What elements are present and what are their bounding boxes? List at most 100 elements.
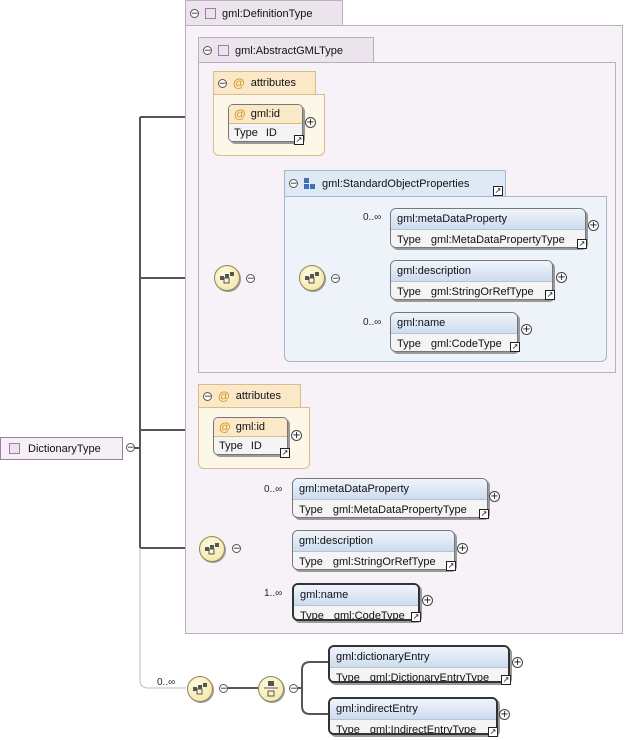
plus-circle-icon[interactable]: + [457,543,468,554]
cardinality-label: 0..∞ [363,212,382,223]
type-value: gml:StringOrRefType [430,285,534,298]
minus-circle-icon[interactable]: − [203,46,212,56]
plus-circle-icon[interactable]: + [422,595,433,606]
attributes-label: attributes [235,390,281,402]
abstract-gml-type-label: gml:AbstractGMLType [235,44,343,57]
complex-type-icon [218,45,229,56]
attr-name: gml:id [250,108,281,120]
sequence-glyph [305,272,319,284]
cardinality-label: 0..∞ [264,484,283,495]
minus-circle-icon[interactable]: − [218,78,227,89]
minus-circle-icon[interactable]: − [190,9,199,19]
type-label: Type [397,285,421,298]
reference-arrow-icon[interactable]: ↗ [510,342,520,352]
cardinality-label: 1..∞ [264,588,283,599]
abstract-gml-type-tab[interactable]: − gml:AbstractGMLType [198,37,374,63]
element-name: gml:metaDataProperty [397,213,508,225]
type-value: gml:IndirectEntryType [369,723,477,735]
plus-circle-icon[interactable]: + [588,220,599,231]
reference-arrow-icon[interactable]: ↗ [493,186,503,196]
plus-circle-icon[interactable]: + [305,117,316,128]
attributes-tab[interactable]: − @ attributes [213,71,316,94]
element-name[interactable]: gml:name Type gml:CodeType [292,583,420,621]
reference-arrow-icon[interactable]: ↗ [501,675,511,685]
sequence-glyph [220,272,234,284]
root-complex-type[interactable]: DictionaryType [0,437,123,460]
element-name-label: gml:name [397,317,446,329]
reference-arrow-icon[interactable]: ↗ [577,239,587,249]
type-value: gml:MetaDataPropertyType [430,233,565,246]
minus-circle-icon[interactable]: − [126,443,135,453]
definition-type-tab[interactable]: − gml:DefinitionType [185,0,343,26]
element-name: gml:metaDataProperty [299,483,410,495]
complex-type-icon [205,8,216,19]
minus-circle-icon[interactable]: − [232,544,241,554]
plus-circle-icon[interactable]: + [291,430,302,441]
model-group-icon [304,177,315,189]
element-metadataproperty[interactable]: gml:metaDataProperty Type gml:MetaDataPro… [292,478,488,518]
sequence-compositor-icon[interactable] [214,265,240,291]
element-name[interactable]: gml:name Type gml:CodeType [390,312,518,352]
cardinality-label: 0..∞ [363,317,382,328]
type-label: Type [336,671,360,683]
minus-circle-icon[interactable]: − [203,391,212,402]
attribute-icon: @ [233,76,245,90]
minus-circle-icon[interactable]: − [219,684,228,694]
type-label: Type [336,723,360,735]
element-description[interactable]: gml:description Type gml:StringOrRefType [292,530,455,570]
type-value: ID [250,440,262,452]
reference-arrow-icon[interactable]: ↗ [294,135,304,145]
attribute-icon: @ [234,107,246,121]
attr-gml-id[interactable]: @ gml:id Type ID [213,417,288,455]
attr-name: gml:id [235,421,266,433]
sequence-compositor-icon[interactable] [199,536,225,562]
element-name: gml:dictionaryEntry [336,651,430,663]
element-name: gml:description [299,535,373,547]
type-label: Type [397,337,421,350]
reference-arrow-icon[interactable]: ↗ [545,290,555,300]
plus-circle-icon[interactable]: + [499,709,510,720]
cardinality-label: 0..∞ [157,677,176,688]
plus-circle-icon[interactable]: + [512,657,523,668]
sequence-glyph [205,543,219,555]
attribute-icon: @ [218,389,230,403]
minus-circle-icon[interactable]: − [289,684,298,694]
attribute-icon: @ [219,420,231,434]
reference-arrow-icon[interactable]: ↗ [446,561,456,571]
element-name: gml:description [397,265,471,277]
type-value: gml:CodeType [430,337,502,350]
type-value: gml:StringOrRefType [332,555,436,568]
type-value: gml:CodeType [333,609,405,621]
reference-arrow-icon[interactable]: ↗ [411,612,421,622]
type-label: Type [300,609,324,621]
reference-arrow-icon[interactable]: ↗ [488,727,498,737]
type-label: Type [219,440,243,452]
attributes-tab[interactable]: − @ attributes [198,384,301,407]
minus-circle-icon[interactable]: − [246,274,255,284]
minus-circle-icon[interactable]: − [331,274,340,284]
type-label: Type [299,503,323,516]
element-name-label: gml:name [300,589,349,601]
type-value: gml:MetaDataPropertyType [332,503,467,516]
definition-type-label: gml:DefinitionType [222,7,313,20]
type-label: Type [234,127,258,139]
choice-compositor-icon[interactable] [258,676,284,702]
reference-arrow-icon[interactable]: ↗ [280,448,290,458]
minus-circle-icon[interactable]: − [289,179,298,189]
type-label: Type [299,555,323,568]
sequence-compositor-icon[interactable] [299,265,325,291]
reference-arrow-icon[interactable]: ↗ [479,509,489,519]
choice-glyph [264,681,278,697]
plus-circle-icon[interactable]: + [521,324,532,335]
sequence-compositor-icon[interactable] [187,676,213,702]
plus-circle-icon[interactable]: + [556,272,567,283]
attributes-label: attributes [250,77,296,89]
element-description[interactable]: gml:description Type gml:StringOrRefType [390,260,553,300]
plus-circle-icon[interactable]: + [489,491,500,502]
group-label: gml:StandardObjectProperties [322,177,470,190]
standard-object-properties-tab[interactable]: − gml:StandardObjectProperties [284,170,506,196]
